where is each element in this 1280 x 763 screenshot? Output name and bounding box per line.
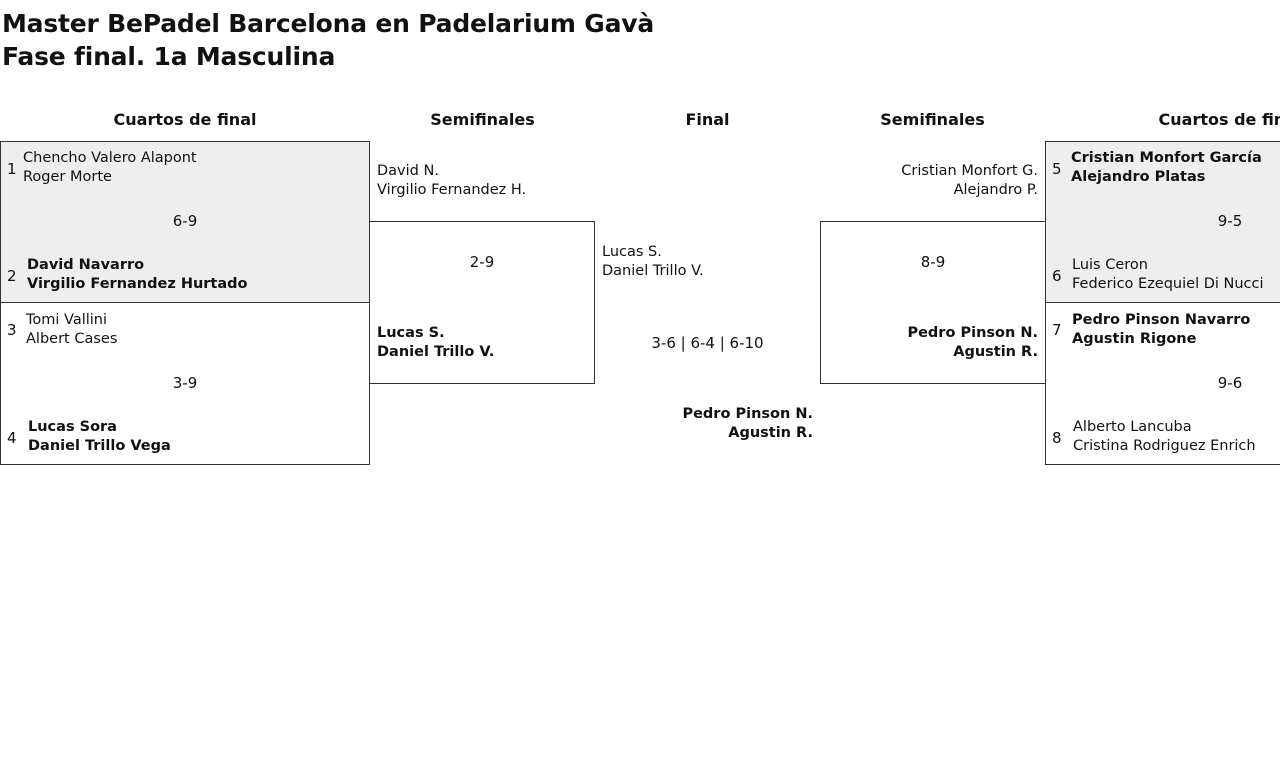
match-score: 6-9 [172,212,198,230]
match-score: 9-6 [1217,374,1243,392]
team-player-winner: Daniel Trillo Vega [28,438,171,454]
team-player: Daniel Trillo V. [602,263,704,279]
team-player: Alejandro P. [953,182,1038,198]
seed-number: 6 [1052,267,1062,285]
team-player: Lucas S. [602,244,662,260]
team-player: Albert Cases [26,331,118,347]
team-player-winner: David Navarro [27,257,145,273]
team-player-winner: Virgilio Fernandez Hurtado [27,276,248,292]
team-player: Federico Ezequiel Di Nucci [1072,276,1264,292]
team-player: Tomi Vallini [26,312,108,328]
match-box-left-semi[interactable] [369,221,595,384]
team-player-winner: Daniel Trillo V. [377,344,495,360]
page-title: Master BePadel Barcelona en Padelarium G… [2,9,655,38]
team-player: David N. [377,163,439,179]
round-heading-left-semis: Semifinales [430,110,535,129]
team-player: Chencho Valero Alapont [23,150,197,166]
match-box-right-qf1[interactable] [1045,141,1280,303]
team-player: Cristian Monfort G. [901,163,1038,179]
team-player: Cristina Rodriguez Enrich [1073,438,1256,454]
seed-number: 7 [1052,321,1062,339]
team-player-winner: Agustin Rigone [1072,331,1197,347]
seed-number: 3 [7,321,17,339]
team-player: Luis Ceron [1072,257,1148,273]
final-score: 3-6 | 6-4 | 6-10 [651,334,764,352]
seed-number: 2 [7,267,17,285]
round-heading-final: Final [685,110,730,129]
round-heading-right-semis: Semifinales [880,110,985,129]
team-player-winner: Agustin R. [953,344,1038,360]
team-player-winner: Lucas Sora [28,419,117,435]
match-score: 2-9 [469,253,495,271]
match-box-left-qf1[interactable] [0,141,370,303]
match-score: 9-5 [1217,212,1243,230]
team-player-winner: Pedro Pinson Navarro [1072,312,1251,328]
team-player: Roger Morte [23,169,112,185]
page-subtitle: Fase final. 1a Masculina [2,42,336,71]
round-heading-left-quarters: Cuartos de final [113,110,257,129]
match-score: 3-9 [172,374,198,392]
team-player-winner: Agustin R. [728,425,813,441]
seed-number: 4 [7,429,17,447]
team-player-winner: Cristian Monfort García [1071,150,1262,166]
team-player: Alberto Lancuba [1073,419,1192,435]
team-player: Virgilio Fernandez H. [377,182,527,198]
match-score: 8-9 [920,253,946,271]
team-player-winner: Pedro Pinson N. [682,406,813,422]
seed-number: 8 [1052,429,1062,447]
seed-number: 5 [1052,160,1062,178]
seed-number: 1 [7,160,17,178]
round-heading-right-quarters: Cuartos de final [1158,110,1280,129]
match-box-right-qf2[interactable] [1045,302,1280,465]
team-player-winner: Alejandro Platas [1071,169,1206,185]
team-player-winner: Pedro Pinson N. [907,325,1038,341]
team-player-winner: Lucas S. [377,325,445,341]
